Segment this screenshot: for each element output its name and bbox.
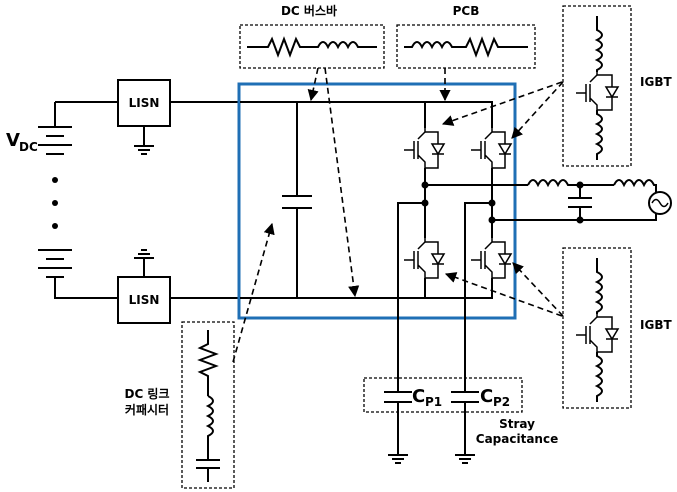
- lisn-top-label: LISN: [129, 96, 160, 110]
- dclink-label-line1: DC 링크: [124, 386, 169, 401]
- vdc-subscript: DC: [19, 140, 38, 154]
- busbar-label: DC 버스바: [281, 3, 337, 18]
- stray-label-line2: Capacitance: [476, 432, 558, 446]
- vdc-label: V: [6, 130, 20, 151]
- callout-arrows: [232, 67, 564, 363]
- pcb-inset-box: [396, 24, 536, 69]
- dc-source-battery: [38, 101, 118, 299]
- pcb-label: PCB: [453, 4, 480, 18]
- igbt-switch: [471, 238, 513, 279]
- stray-label-line1: Stray: [499, 417, 535, 431]
- power-module-box: [237, 82, 517, 320]
- ground-icon: [388, 454, 408, 464]
- stray-capacitance-box: [363, 377, 523, 413]
- ground-icon: [134, 145, 154, 155]
- lisn-bottom-label: LISN: [129, 293, 160, 307]
- cp1-subscript: P1: [425, 395, 442, 409]
- ac-source-icon: [648, 191, 672, 215]
- igbt-switch: [404, 128, 446, 169]
- igbt-top-label: IGBT: [640, 75, 672, 89]
- output-filter: [527, 179, 672, 224]
- igbt-switch: [404, 238, 446, 279]
- cp2-subscript: P2: [493, 395, 510, 409]
- cp1-label: C: [412, 386, 425, 407]
- igbt-bottom-inset-box: [562, 247, 632, 409]
- dclink-inset-box: [181, 321, 235, 489]
- igbt-bottom-label: IGBT: [640, 318, 672, 332]
- igbt-top-inset-box: [562, 5, 632, 167]
- igbt-switch: [471, 128, 513, 169]
- igbt-top-inset-circuit: [576, 16, 620, 160]
- dc-link-capacitor: [282, 102, 312, 298]
- busbar-inset-box: [239, 24, 385, 69]
- ground-icon: [455, 454, 475, 464]
- dclink-inset-circuit: [196, 330, 220, 482]
- igbt-bottom-inset-circuit: [576, 258, 620, 402]
- ground-icon: [134, 249, 154, 259]
- cp2-label: C: [480, 386, 493, 407]
- dclink-label-line2: 커패시터: [125, 402, 169, 417]
